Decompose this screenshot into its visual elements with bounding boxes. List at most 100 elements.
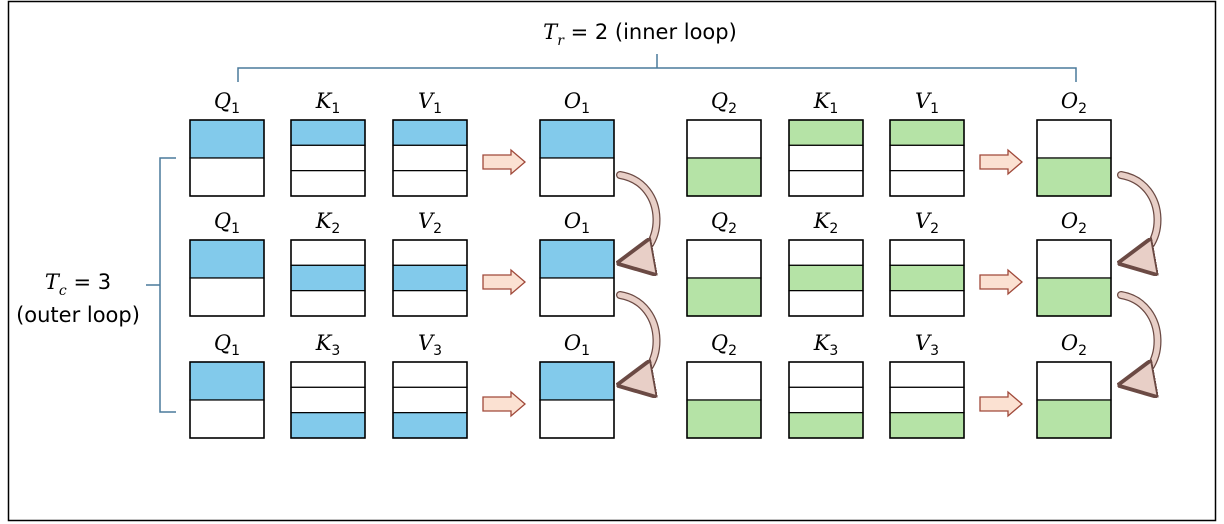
accumulate-arrow-outline <box>616 291 661 388</box>
v3-block <box>889 361 965 439</box>
block-segment <box>189 399 265 439</box>
block-border <box>686 239 762 317</box>
inner-loop-label: Tr = 2 (inner loop) <box>543 20 737 49</box>
o-label: O1 <box>564 331 590 359</box>
q-label: Q2 <box>711 209 737 237</box>
block-segment <box>889 264 965 292</box>
block-segment <box>539 119 615 159</box>
block-segment <box>1036 277 1112 317</box>
block-border <box>290 119 366 197</box>
v-label: V3 <box>915 331 939 359</box>
block-segment <box>889 290 965 317</box>
block-border <box>290 239 366 317</box>
k2-block <box>788 239 864 317</box>
block-segment <box>290 119 366 146</box>
block-segment <box>889 144 965 172</box>
block-segment <box>189 119 265 159</box>
block-segment <box>889 119 965 146</box>
q2-block <box>686 239 762 317</box>
block-segment <box>686 361 762 401</box>
block-segment <box>189 277 265 317</box>
outer-loop-label: Tc = 3 <box>45 270 111 299</box>
q-label: Q2 <box>711 89 737 117</box>
outer-loop-bracket <box>146 157 176 413</box>
block-border <box>788 119 864 197</box>
q-label: Q1 <box>214 89 240 117</box>
block-segment <box>539 239 615 279</box>
k3-block <box>290 361 366 439</box>
block-segment <box>889 412 965 439</box>
block-segment <box>539 399 615 439</box>
block-segment <box>686 239 762 279</box>
outer-loop-sublabel: (outer loop) <box>16 303 140 327</box>
q1-block <box>189 119 265 197</box>
flow-arrow <box>482 390 526 418</box>
block-segment <box>788 144 864 172</box>
block-segment <box>788 290 864 317</box>
block-segment <box>788 239 864 266</box>
block-segment <box>1036 157 1112 197</box>
o1-block <box>539 239 615 317</box>
v3-block <box>392 361 468 439</box>
block-segment <box>686 119 762 159</box>
block-border <box>392 361 468 439</box>
block-segment <box>290 361 366 388</box>
accumulate-arrow-outline <box>1117 291 1162 388</box>
block-segment <box>290 386 366 414</box>
k3-block <box>788 361 864 439</box>
block-segment <box>788 361 864 388</box>
q1-block <box>189 361 265 439</box>
flow-arrow <box>979 268 1023 296</box>
block-border <box>889 361 965 439</box>
o1-block <box>539 361 615 439</box>
o-label: O2 <box>1061 331 1087 359</box>
q-label: Q2 <box>711 331 737 359</box>
v-label: V1 <box>418 89 442 117</box>
block-segment <box>189 361 265 401</box>
flow-arrow <box>979 390 1023 418</box>
k2-block <box>290 239 366 317</box>
block-border <box>889 119 965 197</box>
block-segment <box>392 144 468 172</box>
flow-arrow <box>482 148 526 176</box>
block-segment <box>392 386 468 414</box>
o1-block <box>539 119 615 197</box>
k-label: K3 <box>315 331 341 359</box>
accumulate-arrow-outline <box>1117 171 1162 266</box>
block-border <box>189 239 265 317</box>
k-label: K2 <box>813 209 839 237</box>
v-label: V1 <box>915 89 939 117</box>
block-border <box>392 119 468 197</box>
block-segment <box>788 386 864 414</box>
block-segment <box>290 239 366 266</box>
o-label: O1 <box>564 209 590 237</box>
accumulate-arrow <box>620 292 660 384</box>
inner-loop-bracket <box>237 54 1077 82</box>
k-label: K1 <box>813 89 839 117</box>
q-label: Q1 <box>214 209 240 237</box>
q-label: Q1 <box>214 331 240 359</box>
q2-block <box>686 119 762 197</box>
o2-block <box>1036 119 1112 197</box>
block-segment <box>889 239 965 266</box>
block-segment <box>290 412 366 439</box>
block-border <box>1036 239 1112 317</box>
flow-arrow <box>482 268 526 296</box>
block-border <box>539 119 615 197</box>
block-segment <box>539 361 615 401</box>
o-label: O2 <box>1061 209 1087 237</box>
block-segment <box>788 264 864 292</box>
v-label: V2 <box>915 209 939 237</box>
block-segment <box>1036 239 1112 279</box>
v1-block <box>392 119 468 197</box>
block-border <box>189 119 265 197</box>
k-label: K1 <box>315 89 341 117</box>
k-label: K2 <box>315 209 341 237</box>
block-border <box>290 361 366 439</box>
v-label: V3 <box>418 331 442 359</box>
o2-block <box>1036 361 1112 439</box>
k1-block <box>788 119 864 197</box>
block-segment <box>1036 119 1112 159</box>
v2-block <box>889 239 965 317</box>
